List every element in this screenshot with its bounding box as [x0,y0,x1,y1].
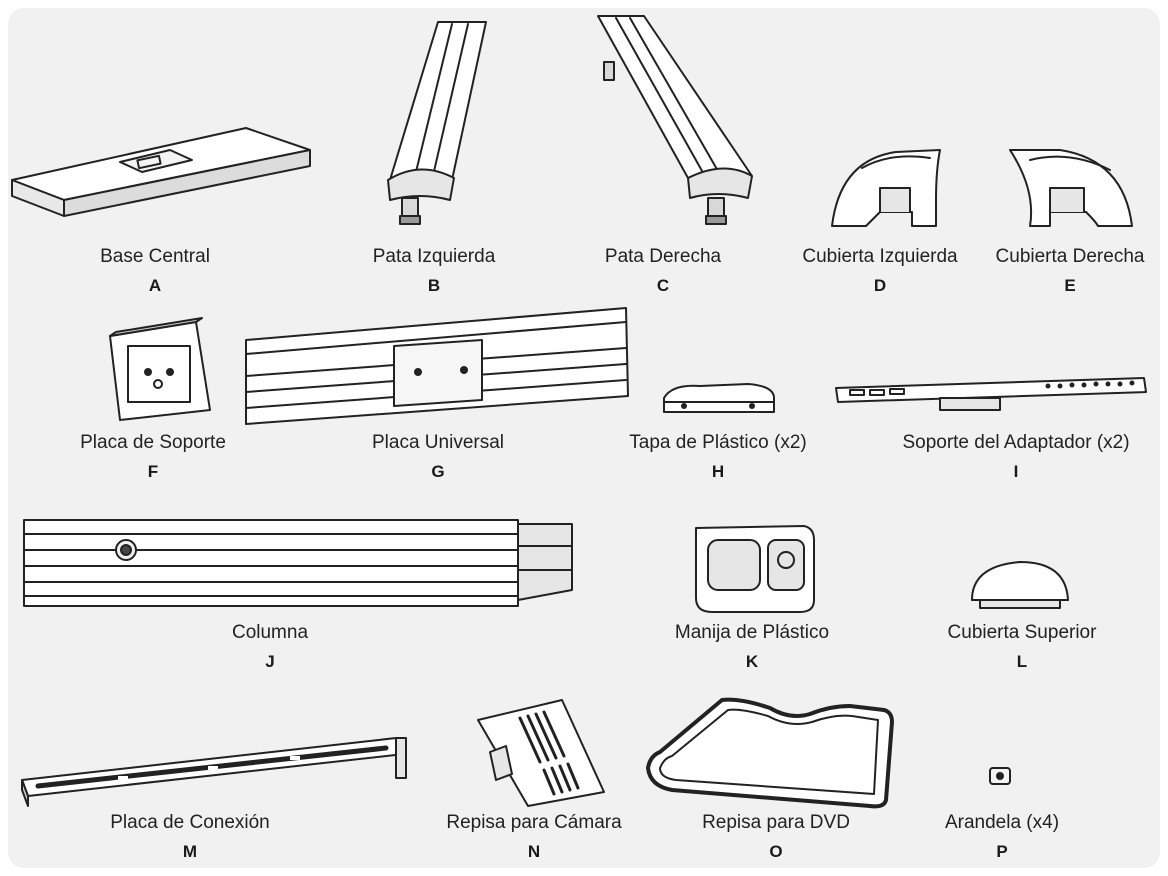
part-f-drawing [109,317,211,421]
part-e-letter: E [1064,276,1076,295]
part-i-label: Soporte del Adaptador (x2) [902,432,1130,453]
part-a-letter: A [148,276,162,295]
part-d-drawing [831,149,941,227]
part-n-drawing [477,699,605,807]
part-m-drawing [21,737,407,807]
part-k-label: Manija de Plástico [674,622,830,643]
part-b-label: Pata Izquierda [372,246,496,267]
part-m-label: Placa de Conexión [110,812,270,833]
part-k-letter: K [745,652,759,671]
part-j-label: Columna [231,622,309,643]
part-f-label: Placa de Soporte [80,432,226,453]
part-b-letter: B [427,276,441,295]
part-i-drawing [835,377,1147,411]
part-h-letter: H [711,462,725,481]
part-p-letter: P [996,842,1008,861]
part-l-drawing [971,561,1069,609]
part-c-label: Pata Derecha [604,246,722,267]
part-h-label: Tapa de Plástico (x2) [629,432,807,453]
part-i-letter: I [1013,462,1019,481]
part-o-letter: O [769,842,783,861]
part-a-drawing [11,127,311,217]
part-k-drawing [695,525,815,613]
part-o-drawing [646,697,894,809]
part-j-letter: J [265,652,275,671]
part-l-letter: L [1016,652,1028,671]
part-p-drawing [989,767,1011,785]
part-j-drawing [23,519,573,607]
part-o-label: Repisa para DVD [702,812,850,833]
part-c-letter: C [656,276,670,295]
part-d-letter: D [873,276,887,295]
part-h-drawing [663,383,775,413]
part-f-letter: F [147,462,159,481]
part-g-label: Placa Universal [372,432,504,453]
part-g-letter: G [431,462,445,481]
part-n-label: Repisa para Cámara [446,812,622,833]
part-c-drawing [597,15,753,225]
part-p-label: Arandela (x4) [944,812,1060,833]
part-d-label: Cubierta Izquierda [802,246,958,267]
part-a-label: Base Central [100,246,210,267]
part-g-drawing [245,307,629,425]
part-e-label: Cubierta Derecha [995,246,1145,267]
part-m-letter: M [182,842,198,861]
part-b-drawing [387,21,487,225]
part-e-drawing [1009,149,1133,227]
part-n-letter: N [527,842,541,861]
part-l-label: Cubierta Superior [947,622,1097,643]
